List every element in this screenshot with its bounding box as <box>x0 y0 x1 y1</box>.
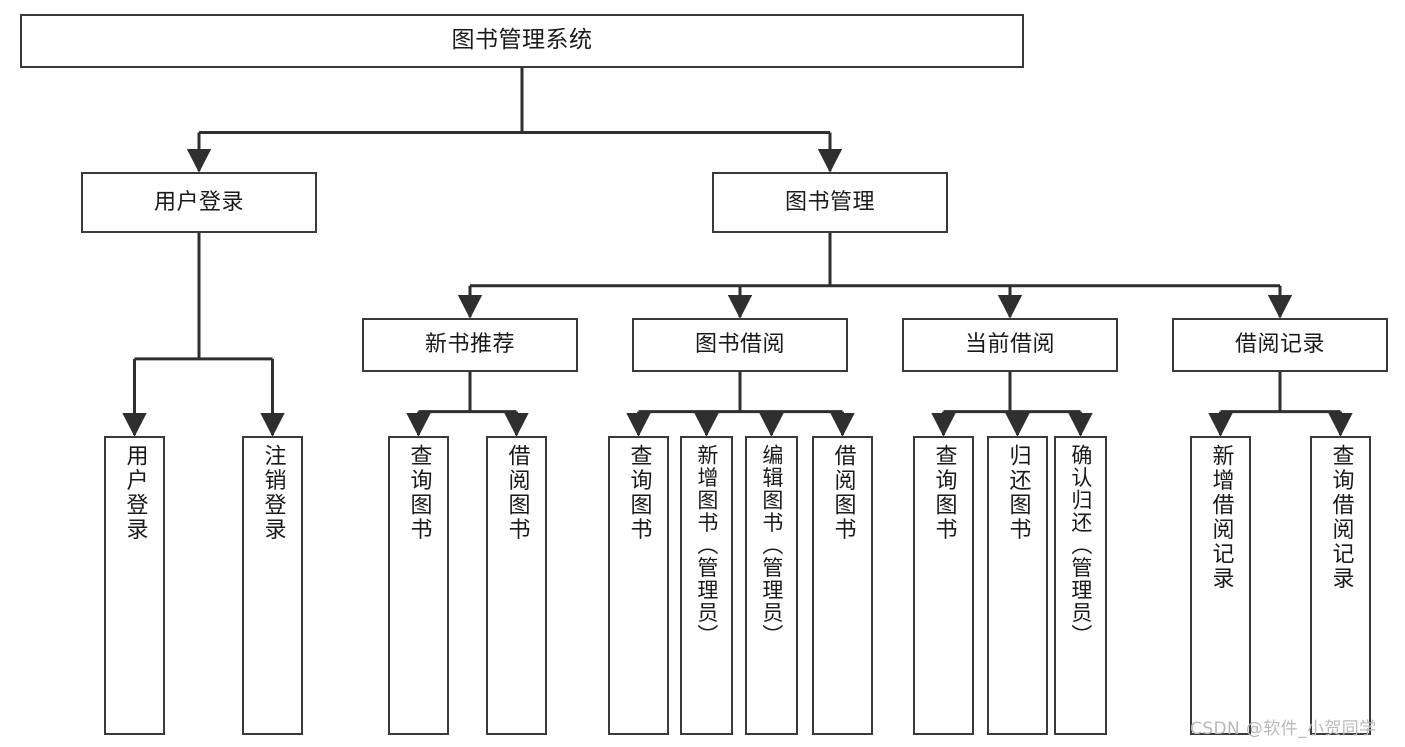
node-leaf-logout-label: 注销登录 <box>260 444 286 542</box>
node-leaf-add-book[interactable]: 新增图书（管理员） <box>680 436 733 735</box>
node-leaf-query-book-1-label: 查询图书 <box>406 444 432 542</box>
node-leaf-add-book-label: 新增图书（管理员） <box>694 444 719 647</box>
node-leaf-add-borrow-record-label: 新增借阅记录 <box>1208 444 1234 591</box>
node-leaf-query-book-2-label: 查询图书 <box>626 444 652 542</box>
node-leaf-query-book-1[interactable]: 查询图书 <box>388 436 449 735</box>
node-leaf-confirm-return[interactable]: 确认归还（管理员） <box>1054 436 1107 735</box>
node-root-label: 图书管理系统 <box>451 27 593 54</box>
node-leaf-query-borrow-record-label: 查询借阅记录 <box>1328 444 1354 591</box>
node-leaf-borrow-book-1-label: 借阅图书 <box>504 444 530 542</box>
node-book-manage[interactable]: 图书管理 <box>712 172 948 233</box>
node-leaf-user-login[interactable]: 用户登录 <box>104 436 165 735</box>
node-leaf-query-book-3-label: 查询图书 <box>931 444 957 542</box>
node-new-book-recommend[interactable]: 新书推荐 <box>362 318 578 372</box>
node-leaf-return-book[interactable]: 归还图书 <box>987 436 1048 735</box>
node-book-borrow-label: 图书借阅 <box>694 332 785 358</box>
node-new-book-recommend-label: 新书推荐 <box>424 332 515 358</box>
node-leaf-confirm-return-label: 确认归还（管理员） <box>1068 444 1093 647</box>
node-leaf-borrow-book-1[interactable]: 借阅图书 <box>486 436 547 735</box>
node-leaf-query-borrow-record[interactable]: 查询借阅记录 <box>1310 436 1371 735</box>
node-borrow-record[interactable]: 借阅记录 <box>1172 318 1388 372</box>
node-leaf-borrow-book-2-label: 借阅图书 <box>830 444 856 542</box>
node-leaf-borrow-book-2[interactable]: 借阅图书 <box>812 436 873 735</box>
node-book-borrow[interactable]: 图书借阅 <box>632 318 848 372</box>
node-root[interactable]: 图书管理系统 <box>20 14 1024 68</box>
node-current-borrow-label: 当前借阅 <box>964 332 1055 358</box>
node-leaf-user-login-label: 用户登录 <box>122 444 148 542</box>
node-leaf-logout[interactable]: 注销登录 <box>242 436 303 735</box>
node-book-manage-label: 图书管理 <box>784 189 875 215</box>
node-current-borrow[interactable]: 当前借阅 <box>902 318 1118 372</box>
node-leaf-query-book-2[interactable]: 查询图书 <box>608 436 669 735</box>
node-user-login-label: 用户登录 <box>153 189 244 215</box>
node-user-login[interactable]: 用户登录 <box>81 172 317 233</box>
node-leaf-add-borrow-record[interactable]: 新增借阅记录 <box>1190 436 1251 735</box>
node-leaf-edit-book-label: 编辑图书（管理员） <box>759 444 784 647</box>
node-leaf-edit-book[interactable]: 编辑图书（管理员） <box>745 436 798 735</box>
node-leaf-query-book-3[interactable]: 查询图书 <box>913 436 974 735</box>
node-borrow-record-label: 借阅记录 <box>1234 332 1325 358</box>
csdn-watermark: CSDN @软件_小贺同学 <box>1190 719 1377 739</box>
node-leaf-return-book-label: 归还图书 <box>1005 444 1031 542</box>
